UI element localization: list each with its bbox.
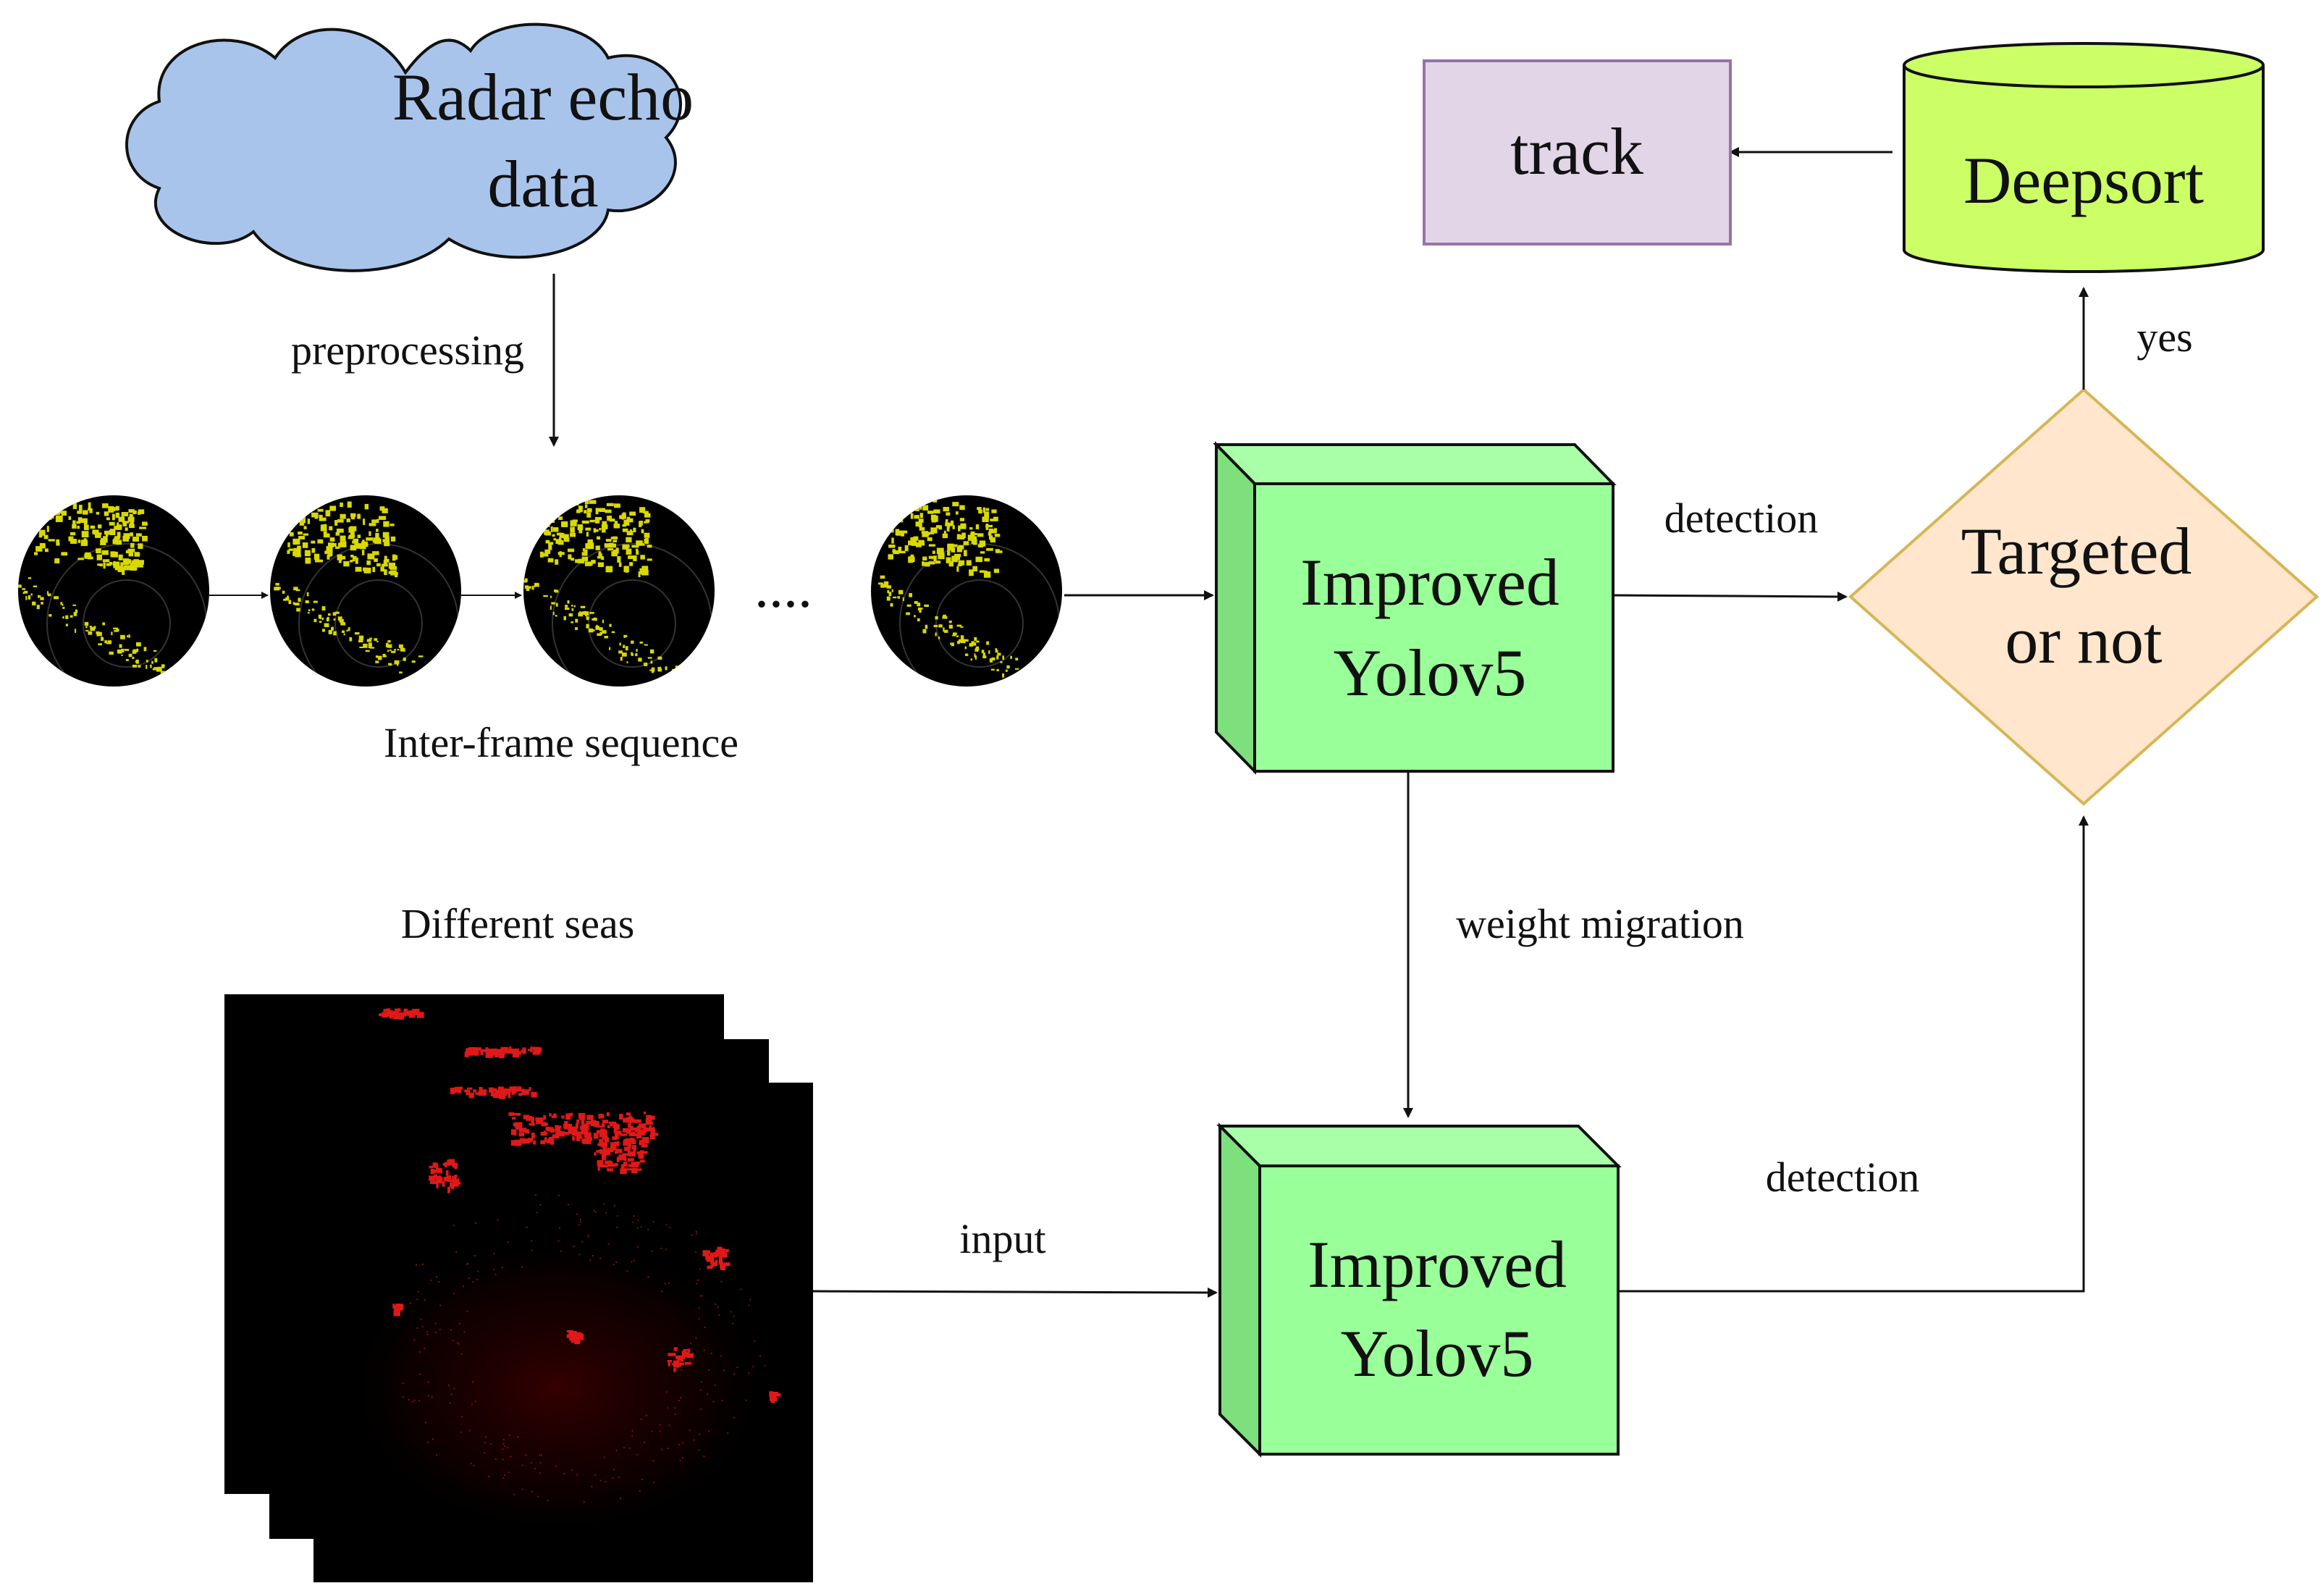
- yolo-top-line2: Yolov5: [1334, 636, 1527, 710]
- radar-frame-3: [523, 495, 715, 687]
- preprocessing-label: preprocessing: [291, 327, 524, 374]
- sea-clutter-glow: [340, 1220, 775, 1524]
- input-label: input: [959, 1215, 1045, 1262]
- cloud-shape: [125, 22, 682, 272]
- detection-top-arrow: [1612, 591, 1848, 602]
- radar-frame-1: [18, 495, 209, 687]
- radar-frame-2: [270, 495, 461, 687]
- weight-migration-label: weight migration: [1456, 900, 1744, 947]
- track-rect: [1423, 59, 1732, 245]
- radar-echo-line2: data: [487, 147, 598, 221]
- decision-line2: or not: [2005, 603, 2163, 677]
- inter-frame-sequence: .... Inter-frame sequence: [18, 495, 1062, 766]
- cube-top-face: [1213, 443, 1617, 485]
- radar-echo-line1: Radar echo: [392, 60, 694, 134]
- track-box: track: [1423, 59, 1732, 245]
- radar-frame-4: [871, 495, 1062, 687]
- cube-front-face: [1253, 482, 1614, 773]
- cylinder-top: [1903, 42, 2265, 88]
- cube-front-face: [1258, 1164, 1620, 1456]
- cube-side-face: [1218, 1122, 1261, 1458]
- targeted-or-not-decision: Targeted or not: [1848, 387, 2320, 806]
- detection-bottom-arrow: [1618, 815, 2089, 1293]
- different-seas-label: Different seas: [401, 900, 635, 947]
- ellipsis-label: ....: [754, 556, 812, 620]
- input-arrow: [812, 1287, 1218, 1298]
- yolo-top-line1: Improved: [1300, 545, 1559, 619]
- inter-frame-sequence-label: Inter-frame sequence: [384, 719, 738, 766]
- cylinder-body: [1903, 65, 2265, 273]
- sea-red-echoes: [379, 1008, 781, 1503]
- track-label: track: [1510, 114, 1643, 188]
- radar-echo-data-cloud: Radar echo data: [125, 22, 694, 272]
- improved-yolov5-top: Improved Yolov5: [1213, 441, 1617, 775]
- deepsort-cylinder: Deepsort: [1903, 42, 2265, 273]
- yolo-bottom-line2: Yolov5: [1341, 1317, 1534, 1390]
- cube-top-face: [1216, 1125, 1622, 1167]
- detection-bottom-label: detection: [1766, 1154, 1920, 1201]
- different-seas-image-stack: [224, 994, 813, 1582]
- frame-echoes: [18, 495, 207, 687]
- yolo-bottom-line1: Improved: [1308, 1227, 1567, 1301]
- cube-side-face: [1215, 441, 1256, 775]
- frame-echoes: [878, 495, 1060, 687]
- deepsort-label: Deepsort: [1963, 143, 2205, 217]
- improved-yolov5-bottom: Improved Yolov5: [1216, 1122, 1622, 1458]
- frame-echoes: [523, 495, 712, 687]
- detection-top-label: detection: [1664, 495, 1819, 542]
- decision-line1: Targeted: [1961, 514, 2192, 588]
- decision-diamond: [1848, 387, 2320, 806]
- yes-label: yes: [2136, 314, 2192, 361]
